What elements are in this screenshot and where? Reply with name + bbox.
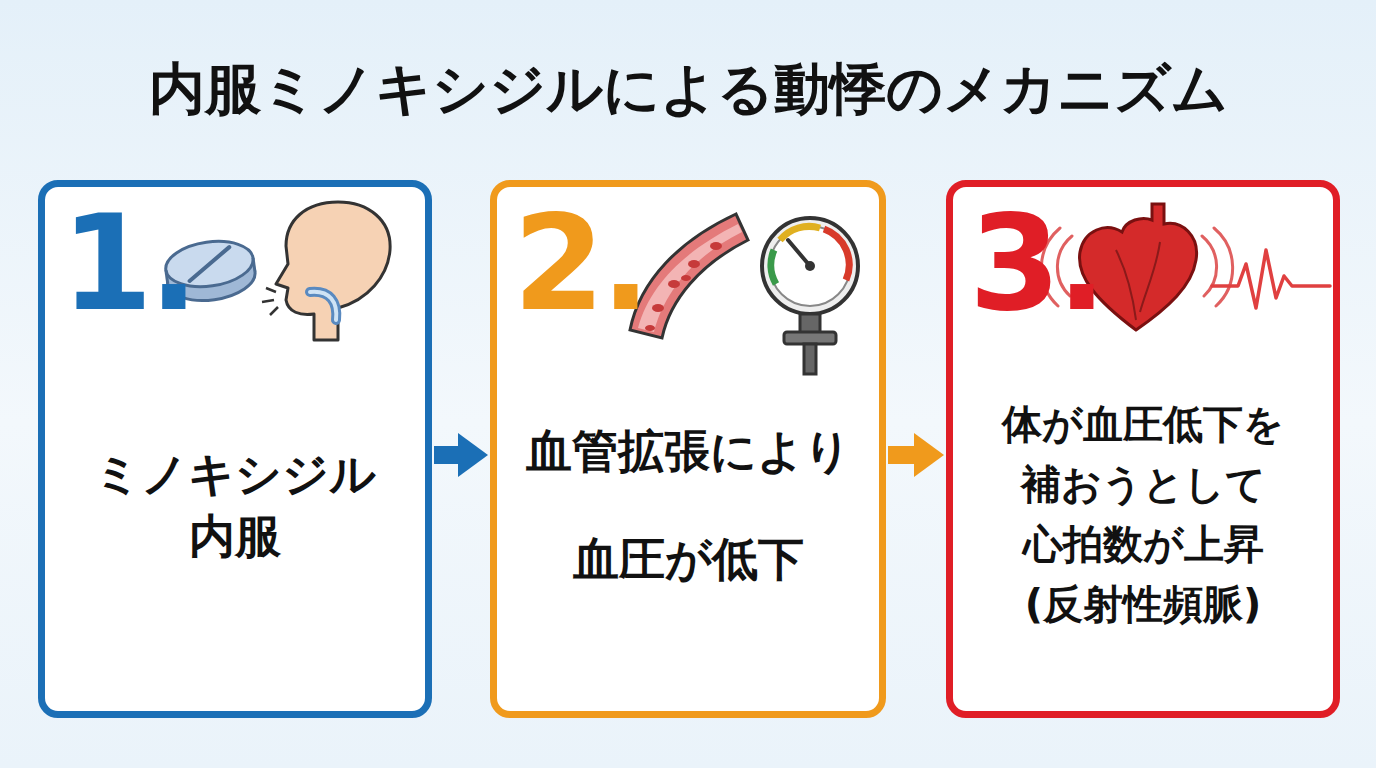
diagram-title: 内服ミノキシジルによる動悸のメカニズム (0, 52, 1376, 128)
step-box: 1. ミノキシジル 内服 (38, 180, 432, 718)
step-text: 体が血圧低下を 補おうとして 心拍数が上昇 (反射性頻脈) (963, 394, 1323, 634)
step-text: 血管拡張により 血圧が低下 (507, 397, 869, 613)
step-box: 2. 血管拡張により 血圧が低下 (490, 180, 886, 718)
step-number: 2. (513, 197, 647, 329)
flow-arrow (434, 433, 488, 477)
step-number: 1. (61, 197, 195, 329)
flow-arrow (888, 433, 944, 477)
step-box: 3. 体が血圧低下を 補おうとして 心拍数が上昇 (反射性頻脈) (946, 180, 1340, 718)
step-number: 3. (969, 197, 1103, 329)
step-text: ミノキシジル 内服 (55, 443, 415, 567)
